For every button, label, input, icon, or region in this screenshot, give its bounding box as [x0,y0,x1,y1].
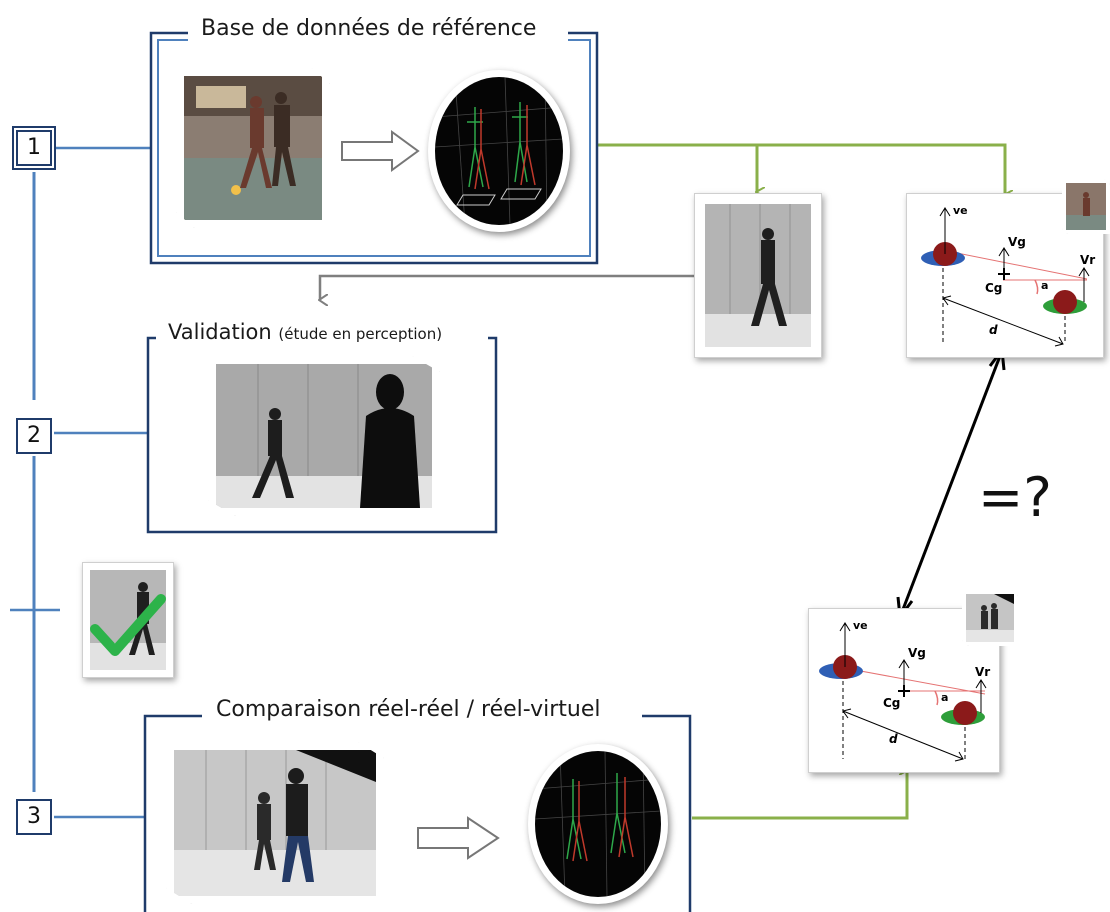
label-angle-2: a [941,691,948,704]
hollow-arrow-top [341,130,420,172]
real-walkers-photo [176,68,330,228]
comparison-photo [166,742,384,904]
checkmark-icon [90,594,166,656]
step3-title: Comparaison réel-réel / réel-virtuel [206,697,611,722]
green-arrow-top [597,143,1005,195]
skeleton-capture-oval-2 [528,744,668,904]
step2-frame [146,336,498,534]
step-number-1: 1 [12,126,56,170]
label-vr-2: Vr [975,665,990,679]
equivalence-question: =? [978,466,1052,529]
label-distance: d [989,323,998,337]
step-number-2: 2 [16,418,52,454]
thumbnail-virtual [962,590,1018,646]
label-vr: Vr [1080,253,1095,267]
step2-subtitle: (étude en perception) [278,325,443,343]
green-arrow-bottom [692,770,907,820]
thumbnail-real [1062,179,1110,234]
virtual-walker-photo [694,193,822,358]
gray-arrow [320,274,695,300]
step2-title: Validation (étude en perception) [158,320,453,344]
label-cg: Cg [985,281,1002,295]
label-vg-2: Vg [908,646,926,660]
validation-photo [208,356,440,516]
step1-frame [149,31,599,265]
label-vg: Vg [1008,235,1026,249]
label-ve-2: ve [853,619,868,632]
double-arrow [900,355,1002,613]
label-angle: a [1041,279,1048,292]
validated-walker-photo [82,562,174,678]
skeleton-capture-oval [428,70,570,232]
label-ve: ve [953,204,968,217]
label-distance-2: d [889,732,898,746]
step3-frame [143,714,692,912]
hollow-arrow-bottom [417,816,500,860]
step-number-3: 3 [16,799,52,835]
interaction-diagram-real: ve Vg Vr Cg a d [906,193,1104,358]
label-cg-2: Cg [883,696,900,710]
step1-title: Base de données de référence [191,16,547,41]
